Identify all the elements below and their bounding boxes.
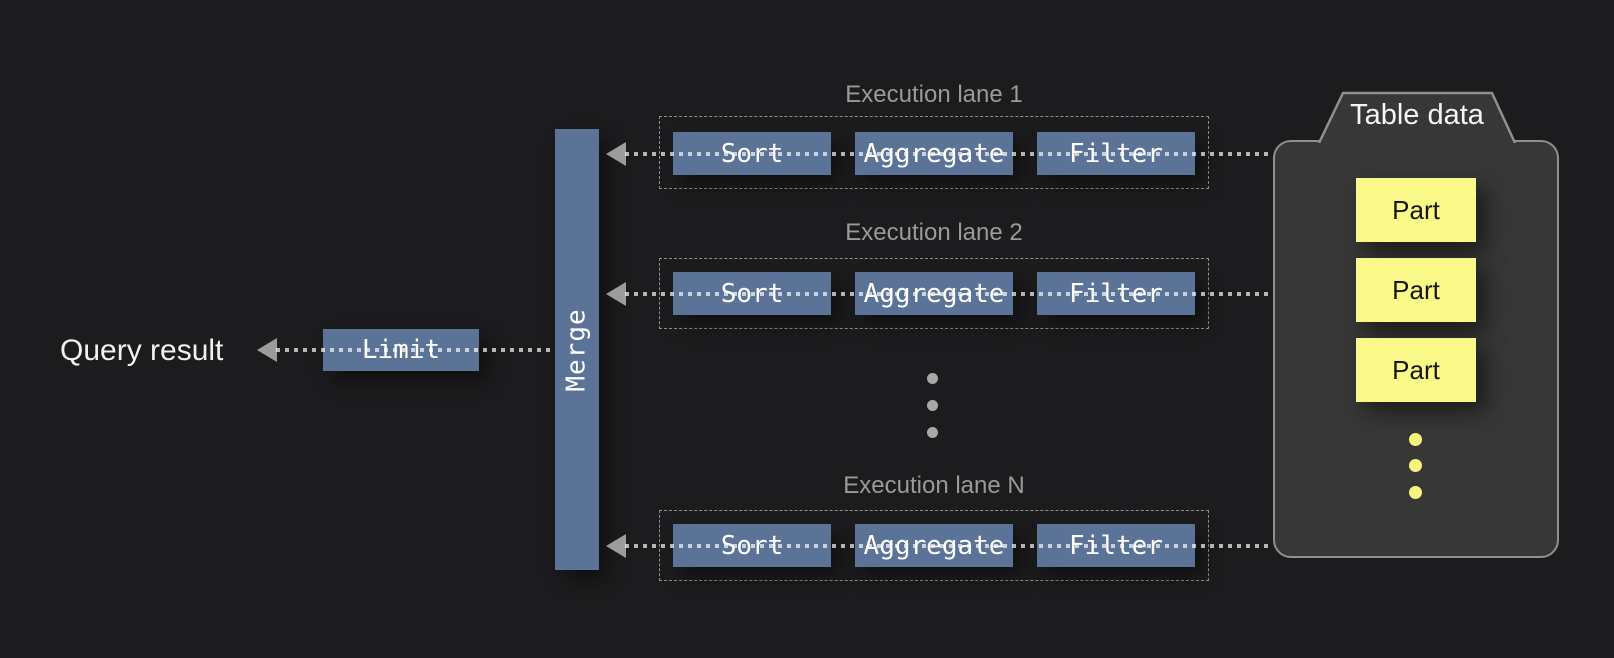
arrow-left-icon (606, 282, 626, 306)
ellipsis-dot (1409, 486, 1422, 499)
filter-label: Filter (1069, 138, 1163, 169)
lane-2-aggregate-operator: Aggregate (855, 272, 1013, 315)
connector-limit-to-result (276, 348, 555, 352)
sort-label: Sort (720, 530, 784, 561)
lane-n-aggregate-operator: Aggregate (855, 524, 1013, 567)
ellipsis-dot (927, 400, 938, 411)
sort-label: Sort (720, 278, 784, 309)
sort-label: Sort (720, 138, 784, 169)
lane-1-title: Execution lane 1 (845, 81, 1023, 108)
table-part: Part (1356, 258, 1476, 322)
table-data-title: Table data (1350, 99, 1484, 131)
connector-lane-2 (625, 292, 1273, 296)
aggregate-label: Aggregate (863, 278, 1005, 309)
table-part: Part (1356, 178, 1476, 242)
part-label: Part (1392, 354, 1440, 385)
lane-2-filter-operator: Filter (1037, 272, 1195, 315)
limit-label: Limit (361, 335, 441, 365)
aggregate-label: Aggregate (863, 138, 1005, 169)
lane-n-title: Execution lane N (843, 472, 1025, 499)
arrow-left-icon (606, 142, 626, 166)
query-result-label: Query result (60, 334, 224, 367)
part-label: Part (1392, 194, 1440, 225)
merge-operator: Merge (555, 129, 599, 570)
ellipsis-dot (927, 427, 938, 438)
aggregate-label: Aggregate (863, 530, 1005, 561)
ellipsis-dot (1409, 433, 1422, 446)
arrow-left-icon (257, 338, 277, 362)
filter-label: Filter (1069, 530, 1163, 561)
merge-label: Merge (562, 307, 592, 392)
filter-label: Filter (1069, 278, 1163, 309)
table-data-tab (1317, 91, 1517, 143)
arrow-left-icon (606, 534, 626, 558)
lane-2-title: Execution lane 2 (845, 219, 1023, 246)
ellipsis-dot (1409, 459, 1422, 472)
lane-1-aggregate-operator: Aggregate (855, 132, 1013, 175)
connector-lane-1 (625, 152, 1273, 156)
ellipsis-dot (927, 373, 938, 384)
part-label: Part (1392, 274, 1440, 305)
table-part: Part (1356, 338, 1476, 402)
connector-lane-n (625, 544, 1273, 548)
